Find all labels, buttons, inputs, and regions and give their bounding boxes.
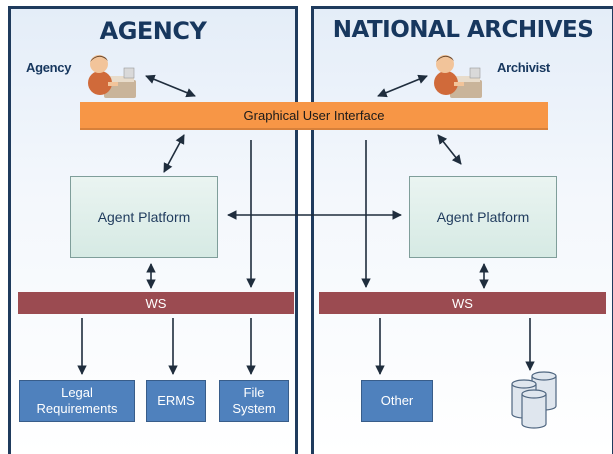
archives-platform-label: Agent Platform	[436, 209, 530, 225]
file-system-store: File System	[219, 380, 289, 422]
erms-label: ERMS	[157, 393, 195, 408]
other-label: Other	[380, 393, 414, 408]
database-cylinders-icon	[511, 371, 557, 429]
graphical-user-interface-bar: Graphical User Interface	[80, 102, 548, 130]
archives-agent-platform: Agent Platform	[409, 176, 557, 258]
agency-actor-label: Agency	[26, 60, 72, 75]
file-system-line2: System	[232, 401, 276, 416]
file-system-line1: File	[243, 385, 265, 400]
agency-ws-label: WS	[145, 295, 167, 311]
archivist-actor-label: Archivist	[497, 60, 550, 75]
agency-person-icon	[88, 55, 136, 98]
agency-ws-bar: WS	[18, 292, 294, 314]
erms-store: ERMS	[146, 380, 206, 422]
gui-archives-platform-arrow	[437, 134, 462, 165]
archivist-actor-gui-arrow	[377, 74, 428, 98]
legal-requirements-store: Legal Requirements	[19, 380, 135, 422]
archivist-person-icon	[434, 55, 482, 98]
archives-ws-bar: WS	[319, 292, 606, 314]
gui-label: Graphical User Interface	[243, 107, 385, 123]
legal-requirements-line2: Requirements	[36, 401, 118, 416]
other-store: Other	[361, 380, 433, 422]
archives-ws-label: WS	[452, 295, 473, 311]
legal-requirements-line1: Legal	[61, 385, 93, 400]
agency-agent-platform: Agent Platform	[70, 176, 218, 258]
agency-platform-label: Agent Platform	[97, 209, 191, 225]
national-archives-title: NATIONAL ARCHIVES	[332, 17, 594, 43]
agency-title: AGENCY	[99, 17, 207, 45]
gui-agency-platform-arrow	[163, 134, 185, 173]
agency-actor-gui-arrow	[145, 74, 196, 98]
